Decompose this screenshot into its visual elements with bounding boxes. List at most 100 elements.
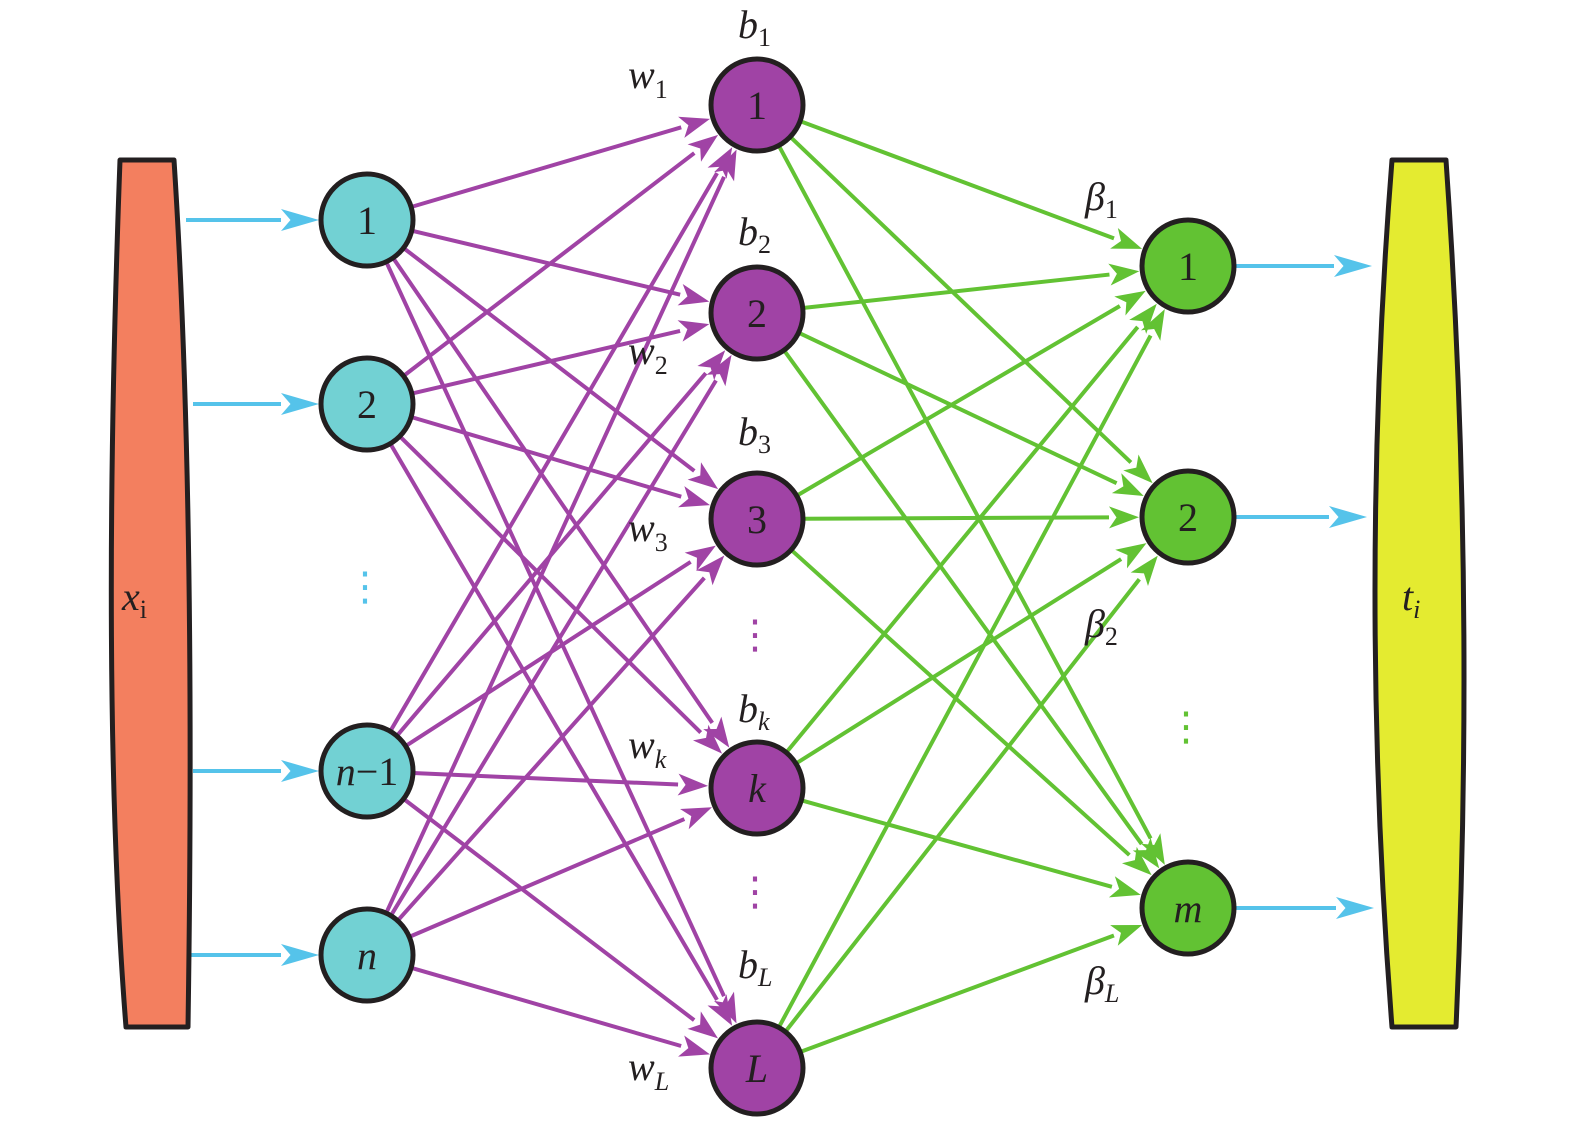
weight-edge-head: [678, 1035, 710, 1057]
weight-edge: [402, 246, 696, 473]
weight-edge-head: [677, 283, 710, 306]
weight-edge-head: [706, 354, 732, 387]
input-bar-label: xi: [121, 574, 147, 624]
beta-edge: [784, 325, 1140, 754]
svg-text:1: 1: [357, 198, 377, 243]
weight-edge: [410, 125, 682, 209]
beta-edge-head: [1121, 846, 1152, 876]
input-node-n: n: [318, 906, 416, 1004]
svg-text:2: 2: [747, 291, 767, 336]
svg-text:n: n: [357, 933, 377, 978]
weight-edge: [408, 817, 686, 939]
hidden-node-1: 1: [708, 56, 806, 154]
svg-text:n−1: n−1: [336, 749, 399, 794]
beta-edge-head: [1123, 454, 1153, 484]
svg-text:2: 2: [1178, 495, 1198, 540]
weight-edge: [411, 329, 681, 396]
input-bar: [108, 157, 193, 1030]
beta-edge-head: [1108, 876, 1141, 898]
bias-label-k: bk: [738, 686, 770, 736]
beta-edge: [789, 548, 1131, 857]
weight-edge-head: [697, 350, 726, 381]
weight-edge-head: [678, 116, 711, 138]
svg-text:1: 1: [747, 83, 767, 128]
hidden-node-k: k: [708, 739, 806, 837]
beta-edge-head: [1132, 837, 1160, 869]
input-to-hidden-edges: [384, 116, 737, 1057]
weight-edge-head: [687, 462, 719, 490]
weight-label-k: wk: [628, 722, 667, 774]
bias-label-1: b1: [738, 2, 771, 52]
svg-text:1: 1: [1178, 244, 1198, 289]
svg-text:m: m: [1174, 886, 1203, 931]
weight-label-3: w3: [628, 505, 668, 557]
weight-label-L: wL: [628, 1044, 669, 1096]
weight-edge: [410, 965, 682, 1048]
weight-edge: [396, 576, 706, 923]
weight-edge-head: [687, 1011, 719, 1039]
weight-edge: [384, 175, 726, 915]
beta-edge: [799, 119, 1115, 241]
output-arrow-head: [1336, 897, 1374, 919]
beta-edge-head: [1108, 506, 1140, 529]
output-bar-label: ti: [1402, 574, 1420, 624]
beta-edge: [783, 577, 1141, 1034]
weight-edge-head: [680, 807, 712, 830]
bias-label-3: b3: [738, 409, 771, 459]
bias-label-2: b2: [738, 209, 771, 259]
weight-edge-head: [677, 773, 709, 796]
hidden-node-L: L: [708, 1019, 806, 1117]
input-node-2: 2: [318, 355, 416, 453]
input-ellipsis: ⋮: [345, 564, 385, 610]
weight-label-2: w2: [628, 328, 668, 380]
weight-edge-head: [696, 555, 725, 586]
weight-edge: [411, 228, 681, 297]
beta-edge: [802, 515, 1110, 521]
weight-edge: [389, 379, 718, 917]
hidden-ellipsis-1: ⋮: [735, 612, 775, 658]
beta-edge: [800, 798, 1113, 889]
input-layer: 1 2 ⋮ n−1 n: [318, 171, 416, 1004]
weight-edge-head: [677, 320, 710, 342]
weight-edge: [410, 415, 682, 499]
beta-edge: [782, 349, 1144, 846]
svg-text:k: k: [748, 766, 767, 811]
weight-labels: w1 w2 w3 wk wL: [628, 52, 669, 1096]
output-node-1: 1: [1139, 217, 1237, 315]
beta-edge: [802, 272, 1110, 311]
beta-edge: [797, 330, 1118, 486]
beta-edge-head: [1115, 543, 1147, 569]
input-node-1: 1: [318, 171, 416, 269]
beta-edge-head: [1108, 263, 1140, 286]
hidden-to-output-edges: [776, 119, 1165, 1054]
output-layer: 1 2 ⋮ m: [1139, 217, 1237, 957]
beta-edge: [799, 933, 1115, 1054]
output-node-2: 2: [1139, 468, 1237, 566]
weight-edge-head: [703, 716, 730, 748]
svg-text:L: L: [745, 1046, 768, 1091]
input-arrow-head: [281, 760, 319, 782]
weight-edge: [388, 172, 719, 733]
weight-edge: [402, 797, 696, 1022]
weight-edge-head: [692, 724, 723, 754]
beta-edge: [776, 144, 1153, 840]
hidden-node-2: 2: [708, 264, 806, 362]
beta-edge: [795, 304, 1121, 498]
hidden-node-3: 3: [708, 470, 806, 568]
output-bar-arrows: [1236, 255, 1374, 919]
beta-label-L: βL: [1084, 958, 1119, 1008]
bias-labels: b1 b2 b3 bk bL: [738, 2, 772, 992]
svg-text:2: 2: [357, 382, 377, 427]
beta-edge-head: [1110, 925, 1143, 946]
beta-edge: [788, 135, 1133, 464]
output-ellipsis: ⋮: [1166, 704, 1206, 750]
hidden-ellipsis-2: ⋮: [735, 869, 775, 915]
beta-edge-head: [1111, 473, 1144, 497]
beta-edge: [777, 334, 1153, 1029]
output-arrow-head: [1329, 506, 1367, 528]
beta-edge-head: [1130, 555, 1158, 587]
beta-edge-head: [1114, 290, 1146, 316]
input-node-n-minus-1: n−1: [318, 722, 416, 820]
input-arrow-head: [281, 944, 319, 966]
